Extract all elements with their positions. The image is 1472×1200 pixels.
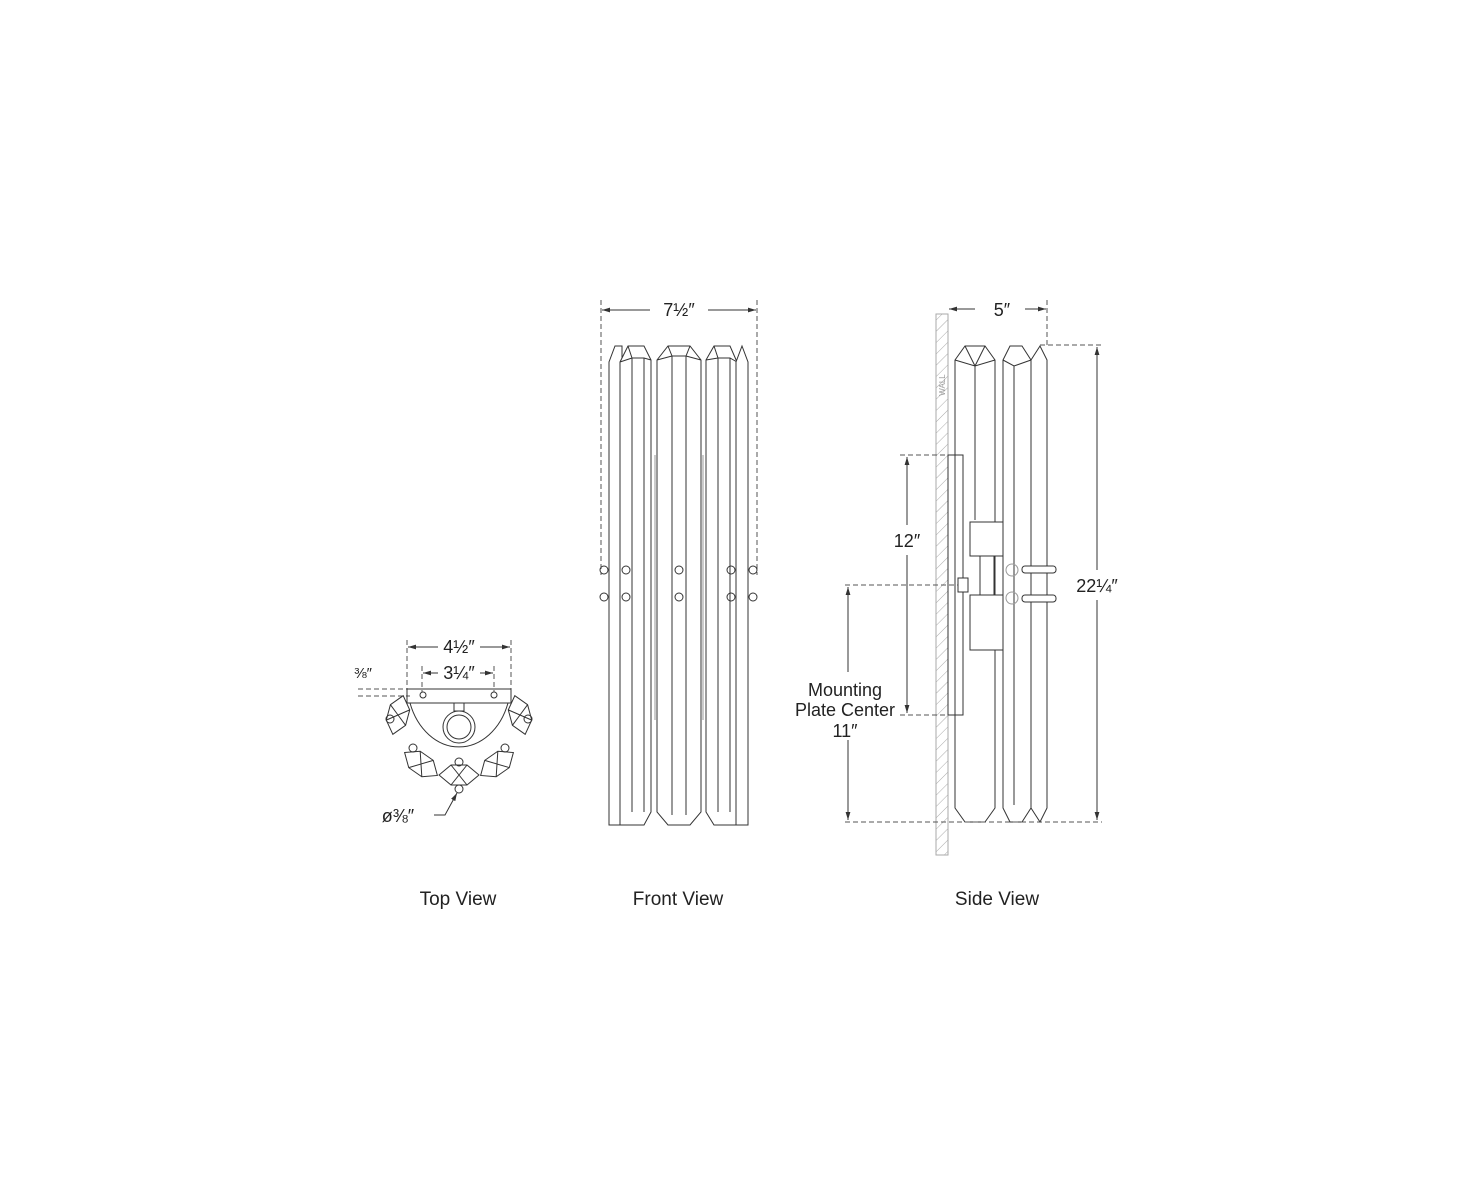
side-crystals	[954, 344, 1048, 824]
front-crystals	[608, 344, 749, 826]
side-depth-label: 5″	[994, 300, 1011, 320]
crystal-diameter-label: ø⅜″	[382, 806, 415, 826]
side-height-label: 22¼″	[1076, 576, 1118, 596]
mounting-center-line1: Mounting	[808, 680, 882, 700]
top-crystals	[385, 694, 533, 794]
front-view-caption: Front View	[633, 889, 724, 910]
front-mount-holes	[599, 565, 758, 602]
top-view-caption: Top View	[420, 889, 497, 910]
mounting-center-value: 11″	[832, 721, 858, 741]
top-view: 4½″ 3¼″ ⅜″ ø⅜″ Top View	[354, 637, 533, 910]
top-width-label: 4½″	[443, 637, 475, 657]
mounting-center-line2: Plate Center	[795, 700, 895, 720]
plate-height-label: 12″	[894, 531, 921, 551]
wall-label: WALL	[938, 374, 947, 396]
top-hole-spacing-label: 3¼″	[443, 663, 475, 683]
top-plate-depth-label: ⅜″	[354, 665, 373, 682]
side-view: WALL 5″ 22¼″ 12″ Mounting	[795, 300, 1118, 910]
front-view: 7½″ Front View	[599, 300, 758, 910]
front-width-label: 7½″	[663, 300, 695, 320]
side-view-caption: Side View	[955, 889, 1039, 910]
